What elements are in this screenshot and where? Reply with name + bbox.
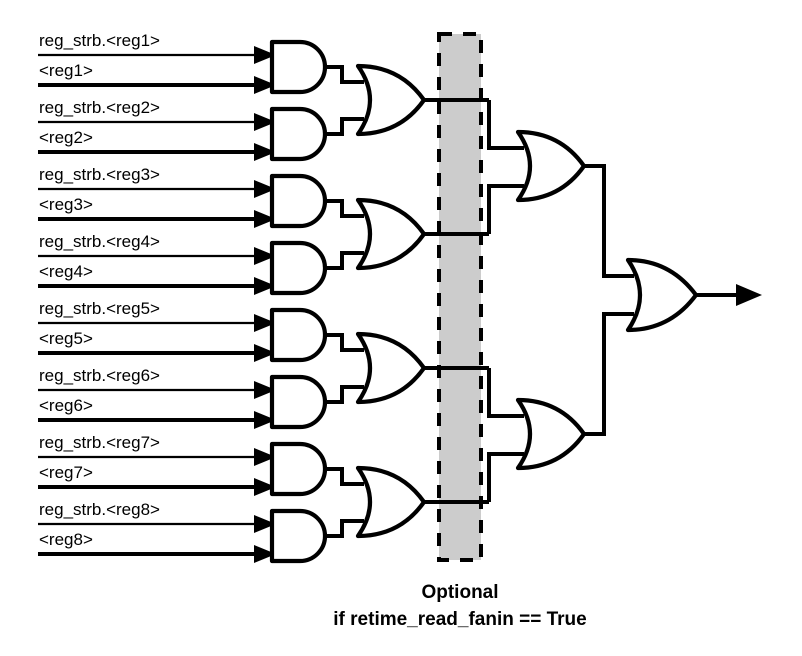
link-or3-to-or6	[487, 368, 524, 418]
input-arrowhead-data-1	[254, 76, 276, 94]
and-gate-5	[269, 307, 328, 363]
input-arrowhead-data-6	[254, 411, 276, 429]
link-and2-to-or1	[325, 117, 364, 136]
link-and4-to-or2	[325, 251, 364, 270]
input-arrowhead-data-7	[254, 478, 276, 496]
link-or1-to-or5	[487, 100, 524, 150]
link-and3-to-or2	[325, 199, 364, 218]
and-gate-1	[269, 39, 328, 95]
input-arrowhead-strobe-1	[254, 46, 276, 64]
link-or5-to-or7	[584, 164, 634, 278]
link-or2-to-or5	[487, 184, 524, 234]
or-gate-stage1-1	[355, 63, 427, 137]
input-arrowhead-data-2	[254, 143, 276, 161]
input-arrowhead-data-4	[254, 277, 276, 295]
link-or4-to-or6	[487, 452, 524, 502]
caption-line-1: Optional	[421, 582, 498, 603]
or-gate-stage2-2	[515, 397, 587, 471]
or-gate-stage1-3	[355, 331, 427, 405]
output-arrowhead	[736, 284, 762, 306]
link-and6-to-or3	[325, 385, 364, 404]
and-gate-4	[269, 240, 328, 296]
input-label-data-8: <reg8>	[39, 530, 93, 549]
link-and8-to-or4	[325, 519, 364, 538]
input-label-data-7: <reg7>	[39, 463, 93, 482]
input-label-strobe-8: reg_strb.<reg8>	[39, 500, 160, 519]
input-label-data-2: <reg2>	[39, 128, 93, 147]
input-label-data-6: <reg6>	[39, 396, 93, 415]
or-gate-output	[625, 257, 699, 333]
input-arrowhead-strobe-3	[254, 180, 276, 198]
input-arrowhead-strobe-6	[254, 381, 276, 399]
retiming-block-border	[437, 32, 483, 562]
input-label-strobe-3: reg_strb.<reg3>	[39, 165, 160, 184]
input-arrowhead-strobe-2	[254, 113, 276, 131]
input-label-data-1: <reg1>	[39, 61, 93, 80]
link-and7-to-or4	[325, 467, 364, 486]
input-arrowhead-data-5	[254, 344, 276, 362]
and-gate-3	[269, 173, 328, 229]
link-and1-to-or1	[325, 65, 364, 84]
and-gate-7	[269, 441, 328, 497]
and-gate-8	[269, 508, 328, 564]
or-gate-stage1-4	[355, 465, 427, 539]
caption-line-2: if retime_read_fanin == True	[333, 609, 586, 630]
input-row-group-3: reg_strb.<reg3> <reg3>	[38, 165, 276, 228]
link-and5-to-or3	[325, 333, 364, 352]
and-gate-2	[269, 106, 328, 162]
input-label-data-3: <reg3>	[39, 195, 93, 214]
input-label-data-5: <reg5>	[39, 329, 93, 348]
input-row-group-8: reg_strb.<reg8> <reg8>	[38, 500, 276, 563]
input-row-group-4: reg_strb.<reg4> <reg4>	[38, 232, 276, 295]
input-row-group-2: reg_strb.<reg2> <reg2>	[38, 98, 276, 161]
link-or6-to-or7	[584, 312, 634, 436]
input-arrowhead-strobe-4	[254, 247, 276, 265]
input-row-group-5: reg_strb.<reg5> <reg5>	[38, 299, 276, 362]
input-arrowhead-data-8	[254, 545, 276, 563]
input-label-strobe-6: reg_strb.<reg6>	[39, 366, 160, 385]
retiming-block-fill	[439, 34, 481, 560]
input-arrowhead-strobe-5	[254, 314, 276, 332]
or-gate-stage2-1	[515, 129, 587, 203]
input-row-group-6: reg_strb.<reg6> <reg6>	[38, 366, 276, 429]
input-arrowhead-strobe-8	[254, 515, 276, 533]
input-label-data-4: <reg4>	[39, 262, 93, 281]
or-gate-stage1-2	[355, 197, 427, 271]
input-label-strobe-4: reg_strb.<reg4>	[39, 232, 160, 251]
input-row-group-1: reg_strb.<reg1> <reg1>	[38, 31, 276, 94]
input-label-strobe-7: reg_strb.<reg7>	[39, 433, 160, 452]
input-arrowhead-data-3	[254, 210, 276, 228]
input-label-strobe-1: reg_strb.<reg1>	[39, 31, 160, 50]
input-arrowhead-strobe-7	[254, 448, 276, 466]
input-label-strobe-5: reg_strb.<reg5>	[39, 299, 160, 318]
input-label-strobe-2: reg_strb.<reg2>	[39, 98, 160, 117]
and-gate-6	[269, 374, 328, 430]
input-row-group-7: reg_strb.<reg7> <reg7>	[38, 433, 276, 496]
